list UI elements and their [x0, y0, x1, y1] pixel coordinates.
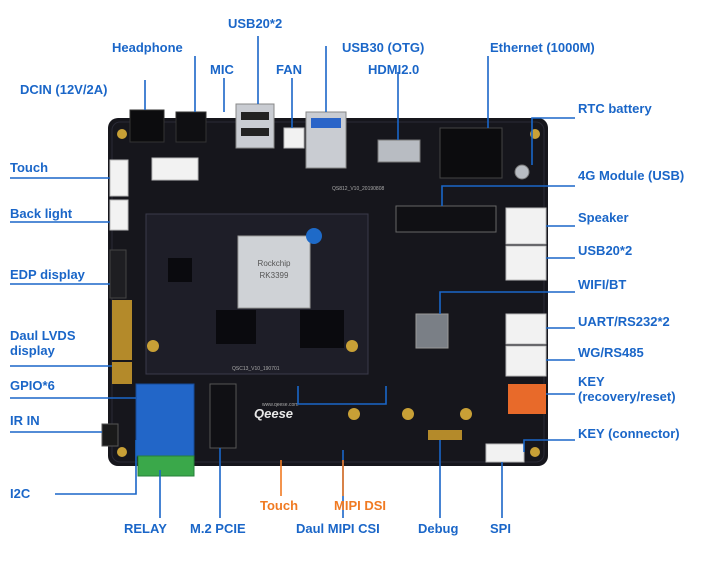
lvds-header — [112, 300, 132, 360]
backlight-connector — [109, 199, 129, 231]
hdmi-port — [377, 139, 421, 163]
relay-terminal — [137, 455, 195, 477]
label-wifi-bt: WIFI/BT — [578, 277, 627, 292]
label-lvds-line2: display — [10, 343, 55, 358]
label-mic: MIC — [210, 62, 234, 77]
label-debug: Debug — [418, 521, 459, 536]
m2-slot — [209, 383, 237, 449]
label-hdmi: HDMI2.0 — [368, 62, 420, 77]
brand-website: www.qeese.com — [262, 402, 298, 408]
mic-connector — [151, 157, 199, 181]
dcin-jack — [129, 109, 165, 143]
soc-chip — [237, 235, 311, 309]
ethernet-port — [439, 127, 503, 179]
headphone-jack — [175, 111, 207, 143]
label-key-recovery-line1: KEY — [578, 374, 605, 389]
wifi-chip — [415, 313, 449, 349]
gpio-header — [112, 362, 132, 384]
brand-logo: Qeese — [254, 406, 293, 421]
debug-header — [428, 430, 462, 440]
label-key-recovery-line2: (recovery/reset) — [578, 389, 676, 404]
label-fan: FAN — [276, 62, 302, 77]
label-touch-bottom: Touch — [260, 498, 299, 513]
edp-connector — [109, 249, 127, 299]
label-ir-in: IR IN — [10, 413, 40, 428]
label-usb30-otg: USB30 (OTG) — [342, 40, 425, 55]
key-recovery-buttons — [508, 384, 546, 414]
label-gpio: GPIO*6 — [10, 378, 55, 393]
wg-rs485-connector — [505, 345, 547, 377]
label-headphone: Headphone — [112, 40, 183, 55]
label-key-recovery: KEY (recovery/reset) — [578, 374, 676, 404]
label-i2c: I2C — [10, 486, 31, 501]
usb20-right-connector — [505, 245, 547, 281]
label-spi: SPI — [490, 521, 511, 536]
label-4g-module: 4G Module (USB) — [578, 168, 685, 183]
label-edp-display: EDP display — [10, 267, 85, 282]
label-m2-pcie: M.2 PCIE — [190, 521, 246, 536]
label-lvds-line1: Daul LVDS — [10, 328, 76, 343]
module-4g-slot — [395, 205, 497, 233]
label-usb20-right: USB20*2 — [578, 243, 633, 258]
label-relay: RELAY — [124, 521, 167, 536]
soc-chip-model: RK3399 — [260, 271, 289, 280]
label-usb20-top: USB20*2 — [228, 16, 283, 31]
label-touch-left: Touch — [10, 160, 49, 175]
rtc-battery-holder — [514, 164, 530, 180]
label-rtc-battery: RTC battery — [578, 101, 652, 116]
touch-connector — [109, 159, 129, 197]
label-speaker: Speaker — [578, 210, 629, 225]
ir-receiver — [101, 423, 119, 447]
usb20-top-port — [235, 103, 275, 149]
speaker-connector — [505, 207, 547, 245]
label-mipi-csi: Daul MIPI CSI — [296, 521, 380, 536]
key-connector — [485, 443, 525, 463]
label-uart: UART/RS232*2 — [578, 314, 670, 329]
label-ethernet: Ethernet (1000M) — [490, 40, 595, 55]
fan-connector — [283, 127, 305, 149]
label-lvds: Daul LVDS display — [10, 328, 76, 358]
uart-connector — [505, 313, 547, 345]
label-key-connector: KEY (connector) — [578, 426, 680, 441]
label-back-light: Back light — [10, 206, 73, 221]
label-mipi-dsi: MIPI DSI — [334, 498, 387, 513]
board-id: QS812_V10_20190808 — [332, 186, 384, 192]
core-module-id: QSC13_V10_190701 — [232, 366, 280, 372]
label-wg-rs485: WG/RS485 — [578, 345, 644, 360]
label-dcin: DCIN (12V/2A) — [20, 82, 108, 97]
relay-block — [135, 383, 195, 457]
soc-chip-brand: Rockchip — [258, 259, 291, 268]
